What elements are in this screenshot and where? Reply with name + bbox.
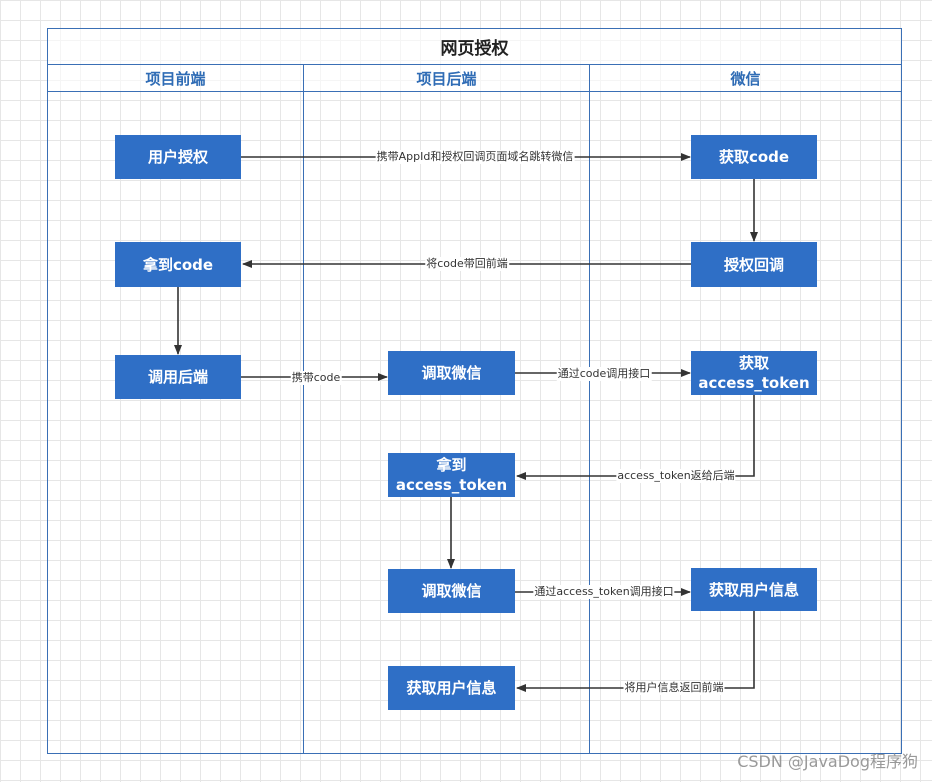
node-got-code[interactable]: 拿到code xyxy=(115,242,241,287)
edge-user-info-return xyxy=(516,611,755,692)
edge-label: 携带code xyxy=(290,371,342,385)
lane-divider xyxy=(303,64,304,754)
edge-label: 通过code调用接口 xyxy=(556,367,652,381)
node-get-user-info-wechat[interactable]: 获取用户信息 xyxy=(691,568,817,611)
node-got-access-token[interactable]: 拿到 access_token xyxy=(388,453,515,497)
node-get-access-token[interactable]: 获取 access_token xyxy=(691,351,817,395)
edge-label: 将用户信息返回前端 xyxy=(623,681,725,695)
edge-label: 将code带回前端 xyxy=(425,257,509,271)
node-call-wechat-2[interactable]: 调取微信 xyxy=(388,569,515,613)
lane-header-wechat: 微信 xyxy=(589,64,902,92)
lane-header-frontend: 项目前端 xyxy=(47,64,304,92)
edge-label: 携带AppId和授权回调页面域名跳转微信 xyxy=(375,150,575,164)
node-call-backend[interactable]: 调用后端 xyxy=(115,355,241,399)
edge-label: 通过access_token调用接口 xyxy=(533,585,675,599)
node-user-auth[interactable]: 用户授权 xyxy=(115,135,241,179)
node-get-user-info-frontend[interactable]: 获取用户信息 xyxy=(388,666,515,710)
node-auth-callback[interactable]: 授权回调 xyxy=(691,242,817,287)
watermark: CSDN @JavaDog程序狗 xyxy=(737,752,918,771)
edge-token-return xyxy=(516,395,755,480)
lane-divider xyxy=(589,64,590,754)
node-get-code[interactable]: 获取code xyxy=(691,135,817,179)
node-call-wechat-1[interactable]: 调取微信 xyxy=(388,351,515,395)
edge-label: access_token返给后端 xyxy=(616,469,736,483)
